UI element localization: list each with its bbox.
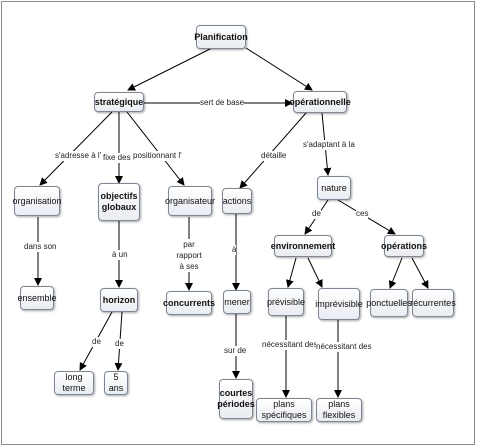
link-label-detaille: détaille bbox=[261, 151, 287, 161]
link-label-sert-de-base: sert de base bbox=[200, 98, 245, 108]
node-environnement[interactable]: environnement bbox=[271, 235, 335, 257]
link-label-de-nature: de bbox=[312, 209, 321, 219]
node-nature[interactable]: nature bbox=[317, 176, 351, 200]
link-label-a-un: à un bbox=[112, 250, 128, 260]
connector bbox=[239, 112, 307, 189]
node-plans-flexibles[interactable]: plans flexibles bbox=[316, 398, 362, 422]
node-5-ans[interactable]: 5 ans bbox=[104, 371, 128, 395]
node-previsible[interactable]: prévisible bbox=[267, 288, 305, 316]
link-label-sadresse: s'adresse à l' bbox=[55, 151, 102, 161]
link-label-a: à bbox=[232, 245, 237, 255]
connector bbox=[126, 111, 185, 186]
connector bbox=[307, 257, 323, 288]
node-operationnelle[interactable]: opérationnelle bbox=[289, 91, 351, 113]
node-plans-specifiques[interactable]: plans spécifiques bbox=[256, 398, 312, 422]
node-imprevisible[interactable]: imprévisible bbox=[315, 288, 363, 320]
link-label-sur-de: sur de bbox=[224, 346, 247, 356]
node-actions[interactable]: actions bbox=[222, 188, 252, 214]
node-concurrents[interactable]: concurrents bbox=[163, 291, 215, 315]
link-label-de-5-ans: de bbox=[115, 339, 124, 349]
connector bbox=[39, 111, 113, 186]
connector bbox=[388, 257, 403, 289]
link-label-dans-son: dans son bbox=[24, 242, 57, 252]
link-label-necessitant-1: nécessitant des bbox=[262, 340, 318, 350]
link-label-ces: ces bbox=[356, 209, 369, 219]
link-label-fixe-des: fixe des bbox=[103, 153, 131, 163]
connector bbox=[127, 47, 213, 91]
node-courtes-periodes[interactable]: courtes périodes bbox=[217, 379, 255, 419]
node-long-terme[interactable]: long terme bbox=[54, 371, 94, 395]
node-strategique[interactable]: stratégique bbox=[94, 92, 144, 112]
node-objectifs-globaux[interactable]: objectifs globaux bbox=[98, 183, 140, 221]
node-mener[interactable]: mener bbox=[223, 290, 251, 314]
link-label-sadaptant: s'adaptant à la bbox=[303, 140, 355, 150]
connector bbox=[286, 257, 297, 288]
link-label-positionnant: positionnant l' bbox=[133, 151, 182, 161]
node-organisateur[interactable]: organisateur bbox=[165, 186, 215, 216]
node-organisation[interactable]: organisation bbox=[12, 186, 62, 216]
node-recurrentes[interactable]: récurrentes bbox=[410, 289, 456, 317]
connector bbox=[245, 47, 313, 91]
link-label-par-rapport: par rapport à ses bbox=[174, 239, 204, 272]
node-ponctuelles[interactable]: ponctuelles bbox=[366, 289, 412, 317]
node-ensemble[interactable]: ensemble bbox=[17, 286, 57, 310]
node-horizon[interactable]: horizon bbox=[100, 288, 138, 312]
node-operations[interactable]: opérations bbox=[381, 235, 427, 257]
connector bbox=[411, 257, 429, 289]
link-label-necessitant-2: nécessitant des bbox=[316, 342, 372, 352]
node-planification[interactable]: Planification bbox=[194, 25, 248, 49]
link-label-de-long-terme: de bbox=[92, 337, 101, 347]
